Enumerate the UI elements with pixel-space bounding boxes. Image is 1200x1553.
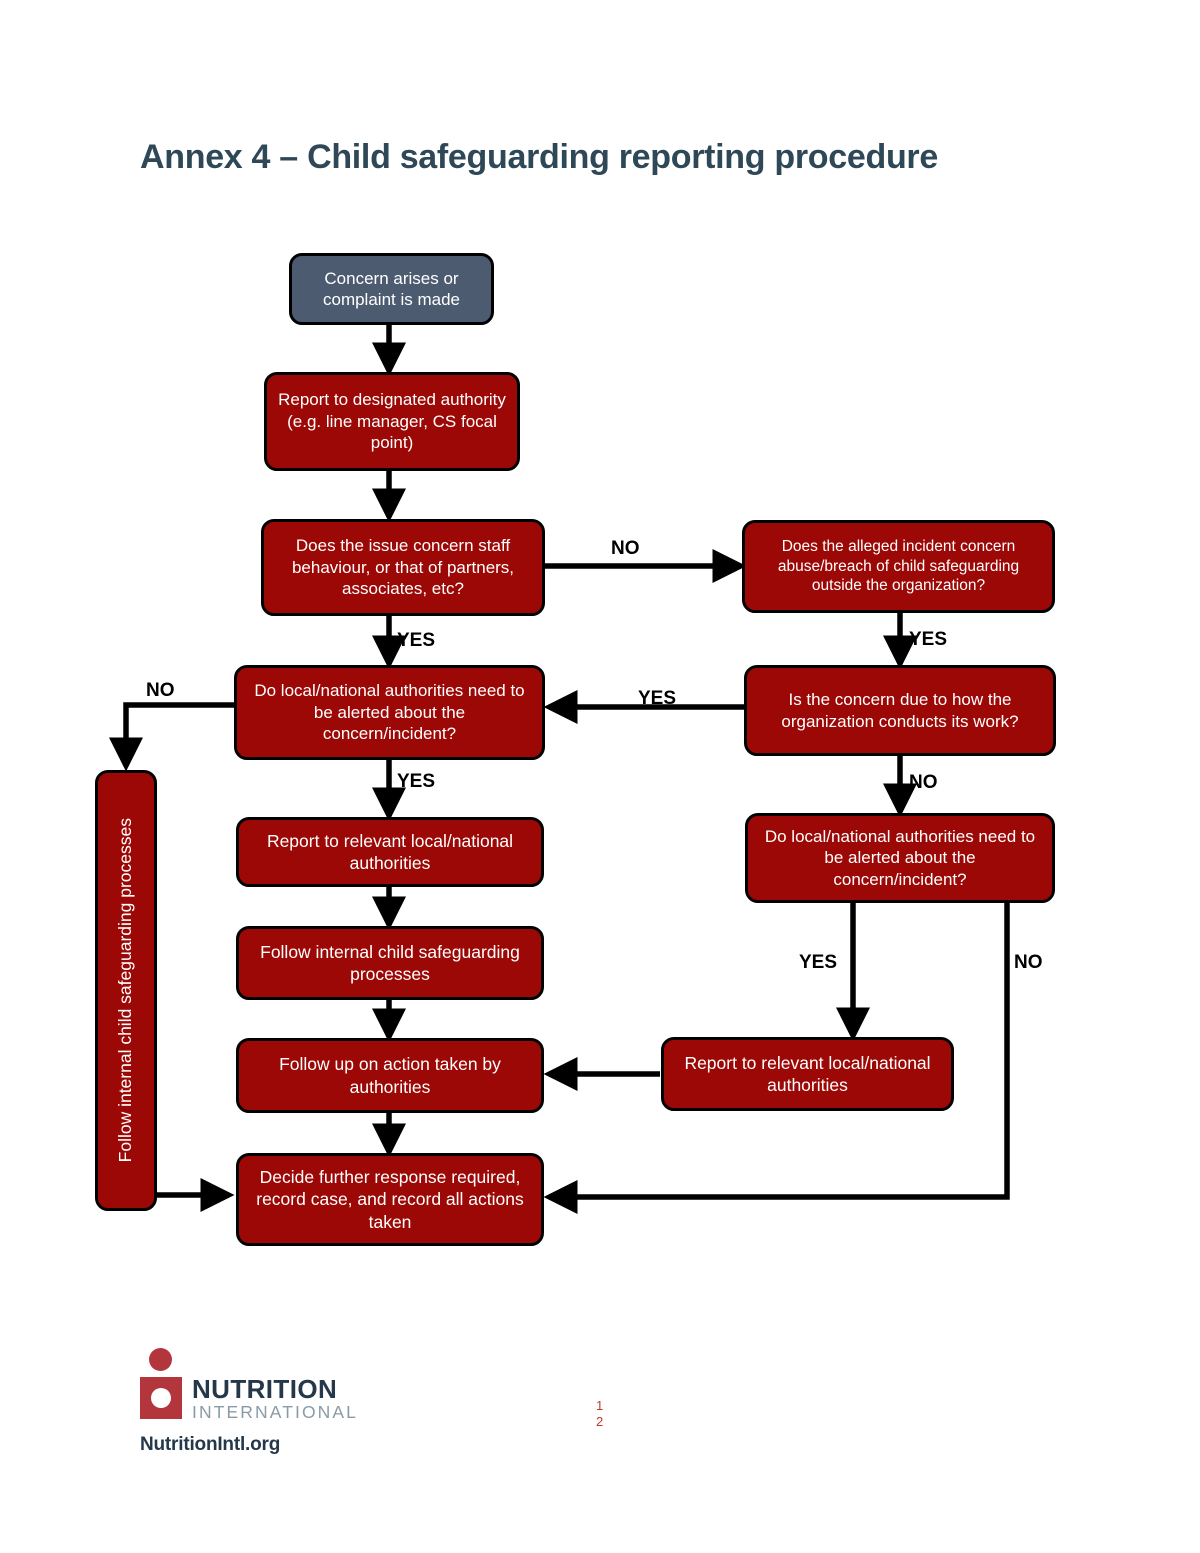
node-report-local-authorities-right[interactable]: Report to relevant local/national author… <box>661 1037 954 1111</box>
node-question-alert-authorities-left[interactable]: Do local/national authorities need to be… <box>234 665 545 760</box>
logo-website-url[interactable]: NutritionIntl.org <box>140 1434 281 1455</box>
node-follow-internal-processes[interactable]: Follow internal child safeguarding proce… <box>236 926 544 1000</box>
footnote-marker-1: 1 <box>596 1398 604 1413</box>
node-question-alert-authorities-right[interactable]: Do local/national authorities need to be… <box>745 813 1055 903</box>
edge-label-staff-yes: YES <box>397 630 436 651</box>
node-question-organization-conduct[interactable]: Is the concern due to how the organizati… <box>744 665 1056 756</box>
edge-label-outside-yes: YES <box>909 629 948 650</box>
logo-square-icon <box>140 1377 182 1419</box>
node-follow-up-action[interactable]: Follow up on action taken by authorities <box>236 1038 544 1113</box>
node-decide-further-response-label: Decide further response required, record… <box>256 1167 524 1232</box>
node-follow-internal-processes-side-label: Follow internal child safeguarding proce… <box>115 818 136 1163</box>
node-question-alert-authorities-left-label: Do local/national authorities need to be… <box>254 681 525 744</box>
logo-subtitle: INTERNATIONAL <box>192 1402 359 1422</box>
node-question-staff-behaviour-label: Does the issue concern staff behaviour, … <box>291 536 515 599</box>
node-report-local-authorities-left[interactable]: Report to relevant local/national author… <box>236 817 544 887</box>
node-question-outside-organization-label: Does the alleged incident concern abuse/… <box>777 538 1020 595</box>
node-report-local-authorities-left-label: Report to relevant local/national author… <box>266 830 514 873</box>
node-report-designated-authority-label: Report to designated authority (e.g. lin… <box>278 390 506 453</box>
node-concern-arises[interactable]: Concern arises or complaint is made <box>289 253 494 325</box>
node-concern-arises-label: Concern arises or complaint is made <box>322 268 460 309</box>
node-question-alert-authorities-right-label: Do local/national authorities need to be… <box>764 826 1036 889</box>
edge-label-alert-left-no: NO <box>146 680 175 701</box>
logo-square-hole-icon <box>151 1388 171 1408</box>
logo-dot-icon <box>149 1348 172 1371</box>
edge-label-alert-left-yes: YES <box>397 771 436 792</box>
edge-label-alert-right-yes: YES <box>799 952 838 973</box>
node-report-designated-authority[interactable]: Report to designated authority (e.g. lin… <box>264 372 520 471</box>
node-question-organization-conduct-label: Is the concern due to how the organizati… <box>781 690 1019 731</box>
node-question-outside-organization[interactable]: Does the alleged incident concern abuse/… <box>742 520 1055 613</box>
footnote-markers: 1 2 <box>596 1398 603 1431</box>
footnote-marker-2: 2 <box>596 1414 604 1430</box>
edge-label-conduct-yes: YES <box>638 688 677 709</box>
node-decide-further-response[interactable]: Decide further response required, record… <box>236 1153 544 1246</box>
edge-label-alert-right-no: NO <box>1014 952 1043 973</box>
logo-wordmark: NUTRITION INTERNATIONAL <box>192 1376 358 1422</box>
logo-mark-icon <box>140 1348 182 1434</box>
page-title: Annex 4 – Child safeguarding reporting p… <box>140 138 938 176</box>
node-follow-internal-processes-label: Follow internal child safeguarding proce… <box>260 941 520 984</box>
node-follow-internal-processes-side[interactable]: Follow internal child safeguarding proce… <box>95 770 157 1211</box>
node-question-staff-behaviour[interactable]: Does the issue concern staff behaviour, … <box>261 519 545 616</box>
node-report-local-authorities-right-label: Report to relevant local/national author… <box>684 1052 931 1095</box>
logo-name: NUTRITION <box>192 1374 338 1404</box>
edge-label-staff-no: NO <box>611 538 640 559</box>
nutrition-international-logo: NUTRITION INTERNATIONAL NutritionIntl.or… <box>140 1348 400 1455</box>
edge-label-conduct-no: NO <box>909 772 938 793</box>
node-follow-up-action-label: Follow up on action taken by authorities <box>279 1054 501 1097</box>
